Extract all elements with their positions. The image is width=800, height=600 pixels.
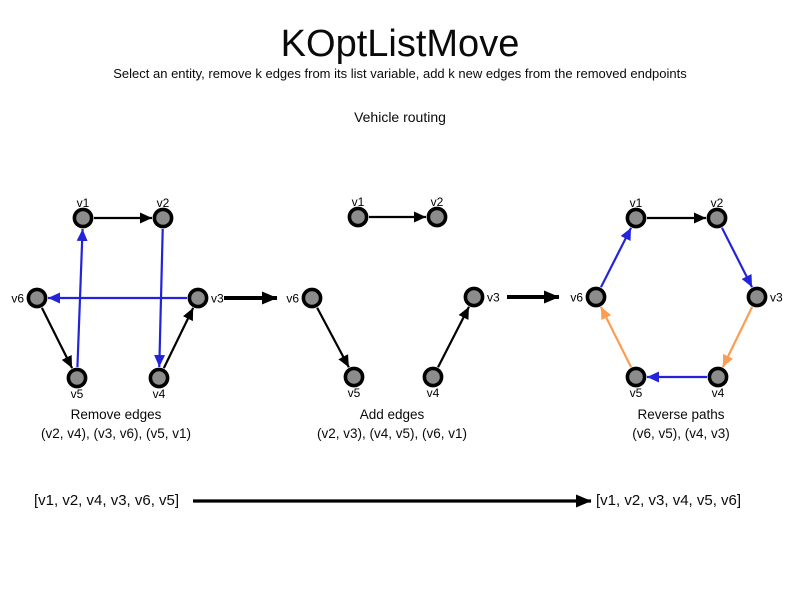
node-remove-edges-v5: [66, 367, 88, 389]
edge-v6-v5: [40, 307, 74, 369]
node-add-edges-v1: [347, 206, 369, 228]
caption-add-edges-list: (v2, v3), (v4, v5), (v6, v1): [316, 426, 468, 441]
node-remove-edges-v6: [26, 287, 48, 309]
node-label-reverse-paths-v5: v5: [630, 386, 643, 400]
node-label-remove-edges-v6: v6: [11, 292, 24, 306]
node-label-add-edges-v1: v1: [352, 195, 365, 209]
node-add-edges-v5: [343, 366, 365, 388]
node-reverse-paths-v2: [706, 207, 728, 229]
panel-remove-edges: v1 v2 v6 v3 v5 v4: [11, 196, 224, 401]
node-reverse-paths-v3: [746, 286, 768, 308]
edge-v5-v1: [76, 228, 88, 368]
edge-v2-v3: [720, 227, 754, 288]
node-label-reverse-paths-v4: v4: [712, 386, 725, 400]
node-label-remove-edges-v4: v4: [153, 387, 166, 401]
panel-reverse-paths: v1 v2 v6 v3 v5 v4: [570, 196, 783, 400]
node-label-add-edges-v2: v2: [431, 195, 444, 209]
node-remove-edges-v4: [148, 367, 170, 389]
edge-v3-v4: [721, 306, 754, 368]
list-before: [v1, v2, v4, v3, v6, v5]: [34, 492, 180, 509]
edge-v5-v6: [599, 306, 633, 368]
node-label-reverse-paths-v2: v2: [711, 196, 724, 210]
edge-v6-v5: [316, 307, 350, 368]
caption-add-edges: Add edges (v2, v3), (v4, v5), (v6, v1): [317, 405, 467, 443]
edge-v4-v3: [437, 306, 470, 368]
node-label-remove-edges-v2: v2: [157, 196, 170, 210]
page-title: KOptListMove: [280, 23, 520, 65]
node-reverse-paths-v5: [625, 366, 647, 388]
node-label-add-edges-v6: v6: [286, 292, 299, 306]
caption-remove-edges-title: Remove edges: [70, 407, 162, 422]
caption-remove-edges-list: (v2, v4), (v3, v6), (v5, v1): [40, 426, 192, 441]
node-label-remove-edges-v3: v3: [211, 292, 224, 306]
node-label-remove-edges-v5: v5: [71, 387, 84, 401]
caption-reverse-paths: Reverse paths (v6, v5), (v4, v3): [632, 405, 730, 443]
edge-v6-v1: [599, 227, 633, 288]
list-after: [v1, v2, v3, v4, v5, v6]: [596, 492, 742, 509]
subtitle: Select an entity, remove k edges from it…: [113, 66, 687, 81]
node-add-edges-v3: [463, 286, 485, 308]
node-reverse-paths-v4: [707, 366, 729, 388]
node-add-edges-v2: [426, 206, 448, 228]
node-label-reverse-paths-v6: v6: [570, 291, 583, 305]
node-label-add-edges-v4: v4: [427, 386, 440, 400]
node-reverse-paths-v6: [585, 286, 607, 308]
caption-add-edges-title: Add edges: [359, 407, 425, 422]
node-remove-edges-v2: [152, 207, 174, 229]
caption-reverse-paths-list: (v6, v5), (v4, v3): [632, 426, 730, 441]
node-remove-edges-v1: [72, 207, 94, 229]
caption-remove-edges: Remove edges (v2, v4), (v3, v6), (v5, v1…: [41, 405, 191, 443]
edge-v4-v3: [162, 307, 195, 369]
node-reverse-paths-v1: [625, 207, 647, 229]
node-label-add-edges-v3: v3: [487, 291, 500, 305]
node-label-remove-edges-v1: v1: [77, 196, 90, 210]
node-label-add-edges-v5: v5: [348, 386, 361, 400]
node-add-edges-v4: [422, 366, 444, 388]
node-add-edges-v6: [301, 287, 323, 309]
context-label: Vehicle routing: [354, 109, 446, 125]
node-label-reverse-paths-v3: v3: [770, 291, 783, 305]
caption-reverse-paths-title: Reverse paths: [637, 407, 725, 422]
panel-add-edges: v1 v2 v6 v3 v5 v4: [286, 195, 500, 400]
node-label-reverse-paths-v1: v1: [630, 196, 643, 210]
node-remove-edges-v3: [187, 287, 209, 309]
